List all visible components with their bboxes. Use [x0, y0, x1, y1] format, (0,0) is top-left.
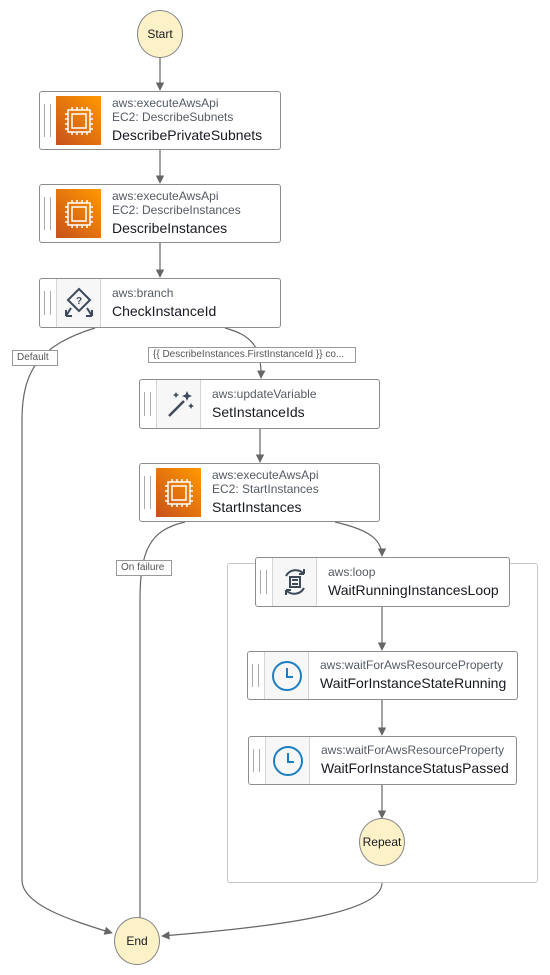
svg-text:?: ?	[75, 296, 81, 307]
drag-handle[interactable]	[144, 476, 151, 509]
magic-wand-icon	[156, 380, 201, 428]
step-name: WaitForInstanceStatusPassed	[321, 760, 509, 776]
step-type: aws:loop	[328, 565, 376, 579]
start-label: Start	[147, 27, 173, 41]
end-node[interactable]: End	[114, 917, 160, 965]
drag-handle[interactable]	[44, 104, 51, 137]
edge-label-condition: {{ DescribeInstances.FirstInstanceId }} …	[148, 347, 356, 363]
drag-handle[interactable]	[260, 570, 267, 594]
edge-branch-condition	[224, 327, 266, 379]
step-check-instance-id[interactable]: ? aws:branch CheckInstanceId	[39, 278, 281, 328]
step-type: aws:updateVariable	[212, 387, 317, 401]
edge-label-on-failure: On failure	[116, 560, 172, 576]
step-wait-running-instances-loop[interactable]: aws:loop WaitRunningInstancesLoop	[255, 557, 510, 607]
drag-handle[interactable]	[44, 197, 51, 230]
repeat-label: Repeat	[362, 835, 402, 849]
step-type: aws:waitForAwsResourceProperty	[321, 743, 505, 757]
step-wait-instance-status-passed[interactable]: aws:waitForAwsResourceProperty WaitForIn…	[248, 736, 517, 785]
branch-icon: ?	[56, 279, 101, 327]
drag-handle[interactable]	[44, 291, 51, 315]
step-wait-instance-state-running[interactable]: aws:waitForAwsResourceProperty WaitForIn…	[247, 651, 518, 700]
step-type: aws:branch	[112, 286, 174, 300]
loop-icon	[272, 558, 317, 606]
edge-label-default: Default	[12, 350, 58, 366]
end-label: End	[126, 934, 148, 948]
step-subtype: EC2: StartInstances	[212, 482, 319, 496]
ec2-chip-icon	[56, 189, 101, 238]
ec2-chip-icon	[156, 468, 201, 517]
step-describe-private-subnets[interactable]: aws:executeAwsApi EC2: DescribeSubnets D…	[39, 91, 281, 150]
repeat-node[interactable]: Repeat	[359, 818, 405, 866]
step-name: SetInstanceIds	[212, 404, 305, 420]
drag-handle[interactable]	[253, 749, 260, 772]
step-set-instance-ids[interactable]: aws:updateVariable SetInstanceIds	[139, 379, 380, 429]
step-name: WaitForInstanceStateRunning	[320, 675, 507, 691]
step-name: WaitRunningInstancesLoop	[328, 582, 499, 598]
step-subtype: EC2: DescribeSubnets	[112, 110, 234, 124]
drag-handle[interactable]	[252, 664, 259, 687]
step-name: DescribeInstances	[112, 220, 228, 236]
step-name: CheckInstanceId	[112, 303, 217, 319]
clock-icon	[264, 652, 309, 699]
step-type: aws:executeAwsApi	[212, 468, 319, 482]
step-type: aws:executeAwsApi	[112, 189, 219, 203]
edge-loop-group-to-end	[161, 882, 383, 940]
step-name: StartInstances	[212, 499, 302, 515]
step-name: DescribePrivateSubnets	[112, 127, 263, 143]
step-type: aws:executeAwsApi	[112, 96, 219, 110]
edge-start-on-failure	[135, 521, 186, 931]
ec2-chip-icon	[56, 96, 101, 145]
edge-branch-default	[21, 327, 113, 935]
step-describe-instances[interactable]: aws:executeAwsApi EC2: DescribeInstances…	[39, 184, 281, 243]
step-start-instances[interactable]: aws:executeAwsApi EC2: StartInstances St…	[139, 463, 380, 522]
step-type: aws:waitForAwsResourceProperty	[320, 658, 504, 672]
step-subtype: EC2: DescribeInstances	[112, 203, 241, 217]
edge-start-to-loop	[334, 521, 387, 557]
clock-icon	[265, 737, 310, 784]
start-node[interactable]: Start	[137, 10, 183, 58]
drag-handle[interactable]	[144, 392, 151, 416]
